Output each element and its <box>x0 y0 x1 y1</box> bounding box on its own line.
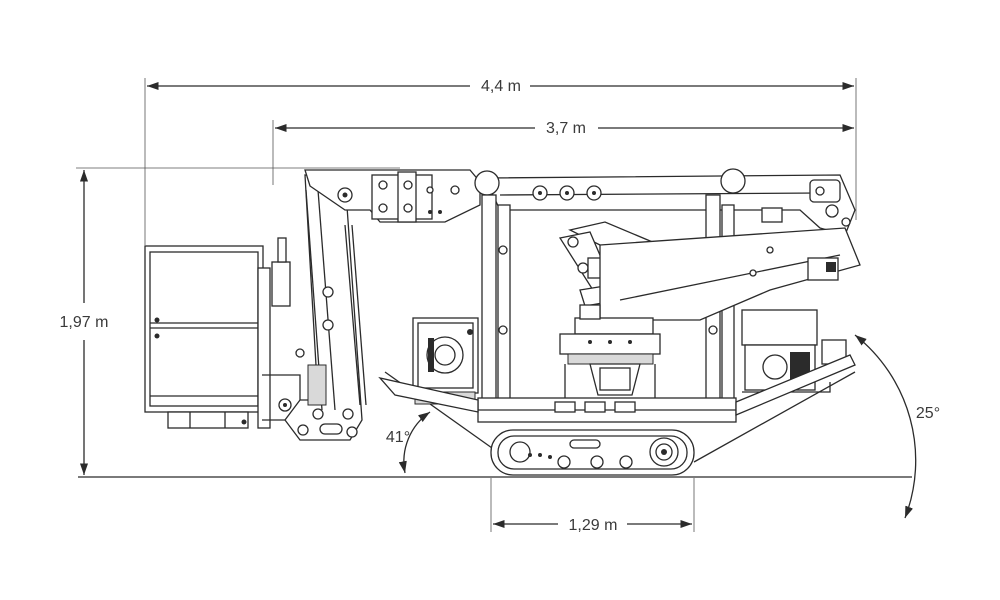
turret-frame <box>481 194 861 421</box>
height-label: 1,97 m <box>60 314 109 331</box>
crawler-track <box>490 429 695 476</box>
dimension-overall-length: 4,4 m <box>144 78 857 245</box>
dimension-track-length: 1,29 m <box>490 478 695 534</box>
track-length-label: 1,29 m <box>569 517 618 534</box>
work-basket <box>144 237 305 429</box>
upper-boom <box>304 169 481 223</box>
chassis <box>378 354 856 423</box>
rear-angle-label: 25° <box>916 405 940 422</box>
front-angle-label: 41° <box>386 429 410 446</box>
dimension-length-without-basket: 3,7 m <box>272 120 854 185</box>
engine-unit <box>412 317 479 405</box>
main-boom <box>474 168 856 236</box>
length-without-basket-label: 3,7 m <box>546 120 586 137</box>
overall-length-label: 4,4 m <box>481 78 521 95</box>
angle-rear: 25° <box>693 334 940 519</box>
dimension-height: 1,97 m <box>60 167 400 475</box>
front-boom-link <box>284 174 367 441</box>
hydraulic-block <box>559 304 661 400</box>
